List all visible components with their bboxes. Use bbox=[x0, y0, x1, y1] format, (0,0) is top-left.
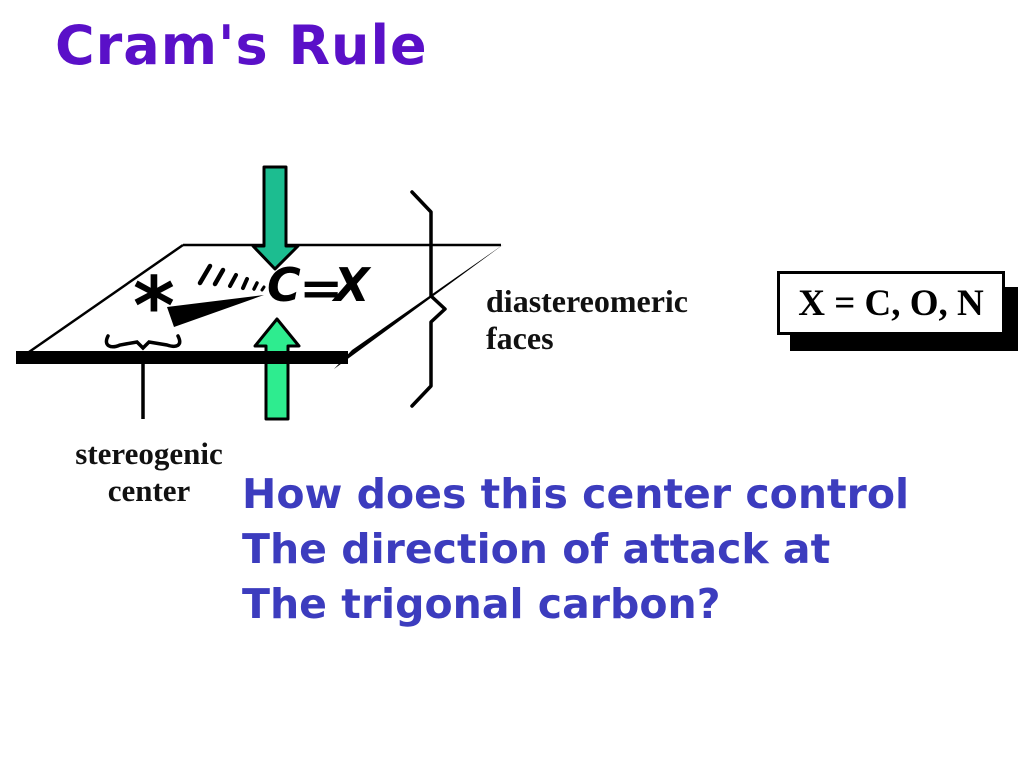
plane-front-edge bbox=[16, 351, 348, 364]
question-text: How does this center control The directi… bbox=[242, 467, 909, 632]
slide-title: Cram's Rule bbox=[55, 14, 428, 77]
faces-label-line1: diastereomeric bbox=[486, 283, 688, 319]
question-line2: The direction of attack at bbox=[242, 525, 831, 573]
faces-label-line2: faces bbox=[486, 320, 554, 356]
plane-right-edge bbox=[334, 244, 504, 369]
carbon-label: C bbox=[267, 258, 301, 312]
stereogenic-center-label: stereogenic center bbox=[50, 435, 248, 509]
solid-wedge-bond bbox=[167, 295, 264, 327]
bottom-attack-arrow-icon bbox=[253, 317, 301, 421]
stereocenter-underbrace bbox=[104, 334, 182, 351]
question-line1: How does this center control bbox=[242, 470, 910, 518]
stereocenter-label-line1: stereogenic bbox=[75, 436, 223, 471]
x-definition-box: X = C, O, N bbox=[777, 271, 1005, 335]
double-bond-symbol: = bbox=[299, 261, 344, 315]
question-line3: The trigonal carbon? bbox=[242, 580, 721, 628]
top-attack-arrow-icon bbox=[251, 165, 300, 271]
x-definition-text: X = C, O, N bbox=[798, 282, 984, 324]
stereocenter-label-line2: center bbox=[107, 473, 191, 508]
substituent-x-label: X bbox=[334, 258, 370, 312]
stereocenter-asterisk: * bbox=[133, 260, 175, 353]
hashed-wedge-bond bbox=[197, 263, 266, 292]
diastereomeric-faces-label: diastereomeric faces bbox=[486, 283, 688, 357]
plane-left-edge bbox=[28, 243, 184, 354]
faces-brace bbox=[410, 190, 447, 408]
